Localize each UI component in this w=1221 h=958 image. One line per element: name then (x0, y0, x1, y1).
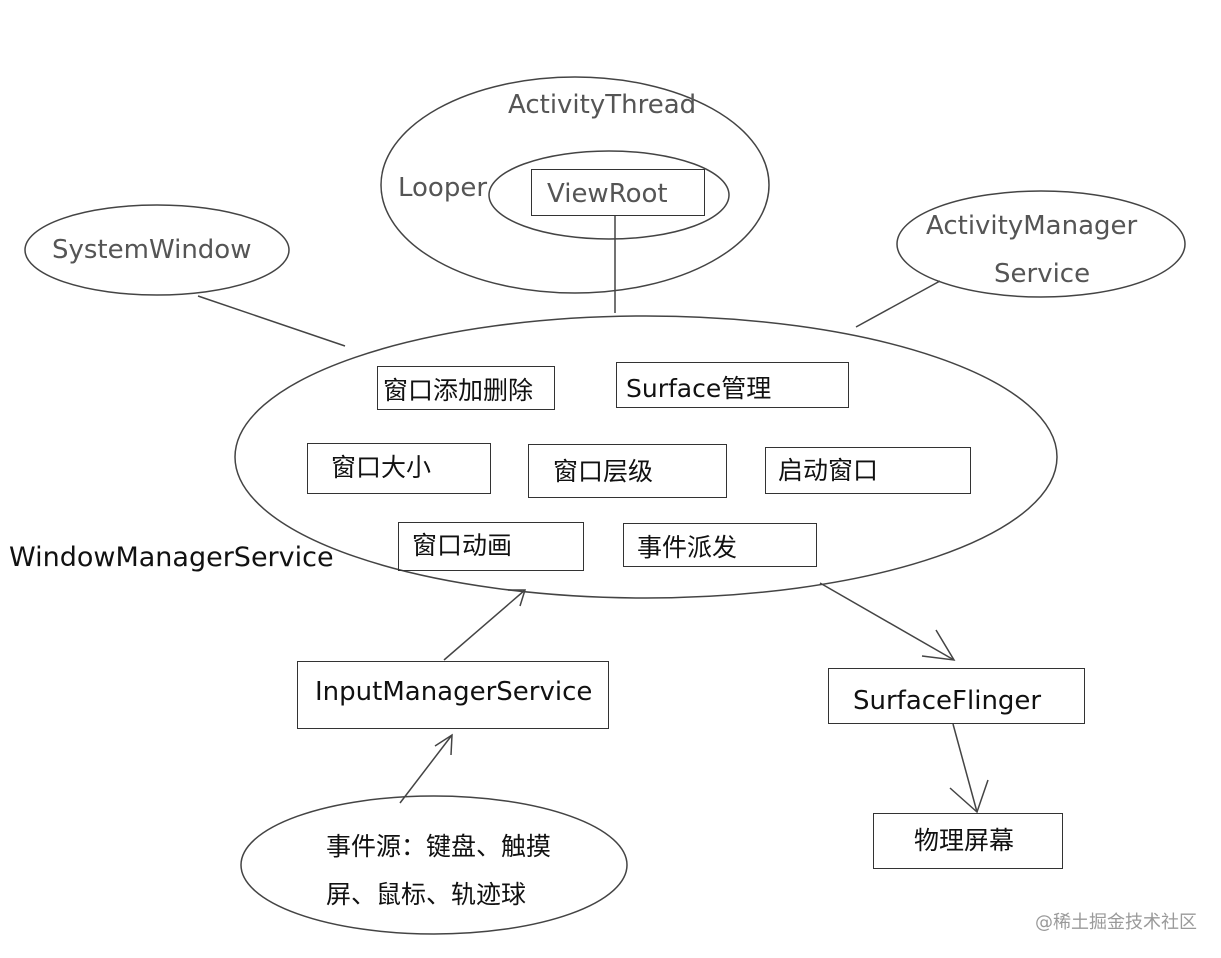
fn-window-layer-label: 窗口层级 (553, 457, 654, 486)
view-root-label: ViewRoot (547, 179, 668, 209)
fn-window-layer-box (528, 444, 727, 498)
fn-window-size-box (307, 443, 491, 494)
fn-add-remove-box (377, 366, 555, 410)
activity-thread-label: ActivityThread (508, 90, 697, 120)
looper-ellipse (488, 150, 730, 240)
fn-surface-mgmt-box (616, 362, 849, 408)
event-source-label-line2: 屏、鼠标、轨迹球 (326, 880, 527, 909)
fn-window-size-label: 窗口大小 (331, 453, 432, 482)
watermark: @稀土掘金技术社区 (1035, 912, 1197, 933)
systemwindow-to-wms-line (197, 295, 346, 347)
surfaceflinger-to-screen-arrowhead (949, 779, 989, 814)
fn-add-remove-label: 窗口添加删除 (383, 376, 534, 405)
fn-window-anim-label: 窗口动画 (412, 531, 513, 560)
ims-to-wms-arrowhead (508, 589, 527, 607)
activity-manager-ellipse (896, 190, 1186, 298)
event-source-label-line1: 事件源：键盘、触摸 (326, 832, 552, 861)
wms-ellipse (234, 315, 1058, 599)
input-manager-box (297, 661, 609, 729)
fn-event-dispatch-label: 事件派发 (637, 533, 738, 562)
system-window-label: SystemWindow (52, 235, 252, 265)
surfaceflinger-to-screen-arrow (952, 723, 978, 813)
activity-manager-label-line1: ActivityManager (926, 211, 1138, 241)
source-to-ims-arrow (399, 734, 453, 804)
input-manager-label: InputManagerService (315, 677, 593, 707)
physical-screen-box (873, 813, 1063, 869)
event-source-ellipse (240, 795, 628, 935)
surface-flinger-box (828, 668, 1085, 724)
activity-manager-label-line2: Service (994, 259, 1091, 289)
view-root-box (531, 169, 705, 216)
fn-window-anim-box (398, 522, 584, 571)
ams-to-wms-line (855, 280, 941, 328)
wms-label: WindowManagerService (9, 542, 334, 573)
fn-surface-mgmt-label: Surface管理 (626, 374, 772, 403)
activity-thread-ellipse (380, 76, 770, 294)
source-to-ims-arrowhead (434, 733, 453, 756)
ims-to-wms-arrow (443, 589, 526, 661)
physical-screen-label: 物理屏幕 (914, 826, 1015, 855)
fn-event-dispatch-box (623, 523, 817, 567)
fn-start-window-box (765, 447, 971, 494)
surface-flinger-label: SurfaceFlinger (853, 686, 1042, 716)
wms-to-surfaceflinger-arrowhead (921, 629, 956, 661)
system-window-ellipse (24, 204, 290, 296)
wms-to-surfaceflinger-arrow (819, 582, 955, 661)
looper-label: Looper (398, 173, 488, 203)
fn-start-window-label: 启动窗口 (778, 456, 879, 485)
